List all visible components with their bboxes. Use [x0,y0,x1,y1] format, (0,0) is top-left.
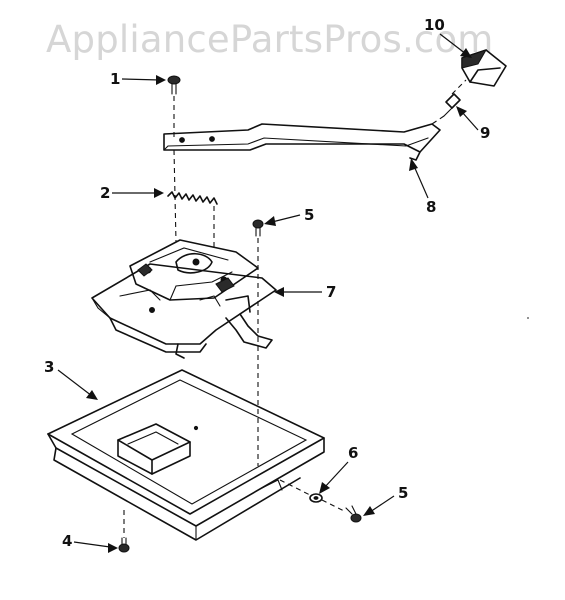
callout-8-label: 8 [426,198,436,216]
callout-7-label: 7 [326,283,336,301]
callout-4: 4 [62,532,118,553]
callout-10-label: 10 [424,16,445,34]
callout-7: 7 [274,283,336,301]
part-6-washer [309,493,323,503]
callout-1: 1 [110,70,166,88]
callout-5-lower: 5 [363,484,408,516]
callout-6: 6 [319,444,358,494]
callout-8: 8 [409,158,436,216]
callout-9-label: 9 [480,124,490,142]
callout-10: 10 [424,16,472,58]
callout-4-label: 4 [62,532,72,550]
callout-3: 3 [44,358,98,400]
part-7-latch-assembly [91,239,277,359]
part-4-screw [118,537,130,553]
part-1-screw [167,75,181,95]
callout-5-upper: 5 [264,206,314,226]
callout-6-label: 6 [348,444,358,462]
speck-mark [527,317,529,319]
watermark-text: AppliancePartsPros.com [46,18,494,61]
callout-5-upper-label: 5 [304,206,314,224]
part-2-spring [167,191,218,205]
callout-3-label: 3 [44,358,54,376]
callout-9: 9 [456,106,490,142]
callout-5-lower-label: 5 [398,484,408,502]
part-8-lever-arm [163,123,441,161]
part-5-lower-screw [345,505,362,523]
part-3-base-pan [47,369,325,541]
callout-2-label: 2 [100,184,110,202]
callout-1-label: 1 [110,70,120,88]
callout-2: 2 [100,184,164,202]
part-5-upper-screw [252,219,264,237]
part-9-pin [443,93,461,117]
part-10-handle-knob [461,49,507,87]
assembly-lines [123,79,467,538]
